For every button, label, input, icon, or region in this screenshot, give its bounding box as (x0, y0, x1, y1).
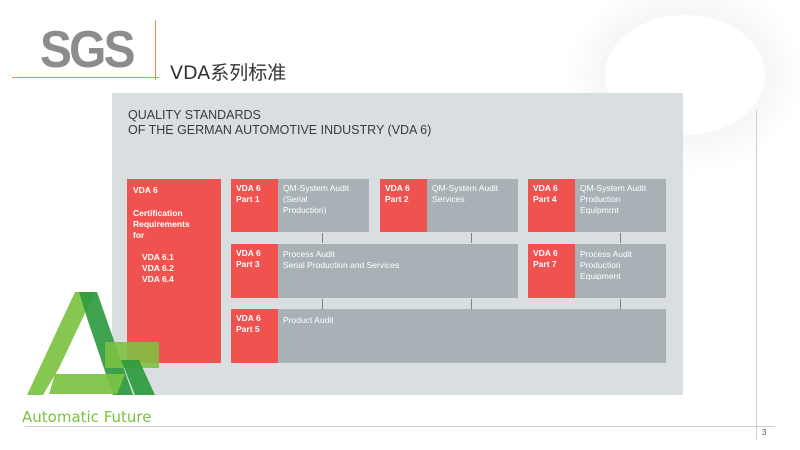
connector-line (620, 299, 621, 309)
connector-line (471, 299, 472, 309)
part-tag-line: VDA 6 (533, 248, 558, 258)
part2-tag: VDA 6 Part 2 (380, 179, 427, 232)
part-desc-line: Production (580, 194, 621, 204)
part1-description: QM-System Audit (Serial Production) (283, 183, 349, 216)
part4-description: QM-System Audit Production Equipmrnt (580, 183, 646, 216)
automatic-future-caption: Automatic Future (22, 408, 152, 426)
part7-description: Process Audit Production Equipment (580, 249, 632, 282)
logo-divider-vertical (155, 20, 156, 80)
sgs-logo: SGS (40, 21, 136, 79)
part3-tag: VDA 6 Part 3 (231, 244, 278, 298)
part-tag-line: VDA 6 (385, 183, 410, 193)
part-desc-line: Services (432, 194, 465, 204)
part5-description: Product Audit (283, 315, 334, 326)
part5-box (231, 309, 666, 363)
part-desc-line: QM-System Audit (432, 183, 499, 193)
part-tag-line: Part 4 (533, 194, 557, 204)
vda6-line: for (133, 230, 145, 240)
part-desc-line: Product Audit (283, 315, 334, 325)
vda6-line: Certification (133, 208, 183, 218)
vda6-heading: VDA 6 (133, 185, 158, 195)
connector-line (471, 233, 472, 243)
part2-description: QM-System Audit Services (432, 183, 498, 205)
part-tag-line: Part 7 (533, 259, 557, 269)
part-desc-line: Production (580, 260, 621, 270)
part3-description: Process Audit Serial Production and Serv… (283, 249, 399, 271)
connector-line (322, 233, 323, 243)
part-desc-line: QM-System Audit (283, 183, 350, 193)
part-tag-line: Part 3 (236, 259, 260, 269)
part-desc-line: Process Audit (283, 249, 335, 259)
part5-tag: VDA 6 Part 5 (231, 309, 278, 363)
part-tag-line: Part 2 (385, 194, 409, 204)
bottom-rule (25, 426, 775, 427)
part-desc-line: Equipmrnt (580, 205, 619, 215)
page-number: 3 (762, 428, 767, 437)
vda6-line: Requirements (133, 219, 190, 229)
part3-box (231, 244, 518, 298)
part-desc-line: Production) (283, 205, 327, 215)
diagram-title-line-1: QUALITY STANDARDS (128, 108, 261, 122)
diagram-title: QUALITY STANDARDS OF THE GERMAN AUTOMOTI… (128, 108, 431, 138)
logo-divider-horizontal (12, 77, 159, 78)
part-desc-line: Process Audit (580, 249, 632, 259)
part-tag-line: VDA 6 (236, 313, 261, 323)
vda6-item: VDA 6.2 (142, 263, 174, 273)
part7-tag: VDA 6 Part 7 (528, 244, 575, 298)
automatic-future-logo-icon (27, 292, 159, 395)
part-desc-line: Equipment (580, 271, 621, 281)
diagram-title-line-2: OF THE GERMAN AUTOMOTIVE INDUSTRY (VDA 6… (128, 123, 432, 137)
right-rule (756, 110, 757, 440)
vda6-item: VDA 6.1 (142, 252, 174, 262)
part-tag-line: VDA 6 (533, 183, 558, 193)
part-tag-line: Part 5 (236, 324, 260, 334)
part4-tag: VDA 6 Part 4 (528, 179, 575, 232)
part-tag-line: VDA 6 (236, 183, 261, 193)
vda6-certification-block: VDA 6 Certification Requirements for VDA… (127, 179, 221, 363)
part-desc-line: (Serial (283, 194, 308, 204)
part-tag-line: Part 1 (236, 194, 260, 204)
connector-line (322, 299, 323, 309)
part-desc-line: Serial Production and Services (283, 260, 400, 270)
part-desc-line: QM-System Audit (580, 183, 647, 193)
connector-line (620, 233, 621, 243)
slide-title: VDA系列标准 (170, 62, 287, 84)
vda6-item: VDA 6.4 (142, 274, 174, 284)
part1-tag: VDA 6 Part 1 (231, 179, 278, 232)
part-tag-line: VDA 6 (236, 248, 261, 258)
